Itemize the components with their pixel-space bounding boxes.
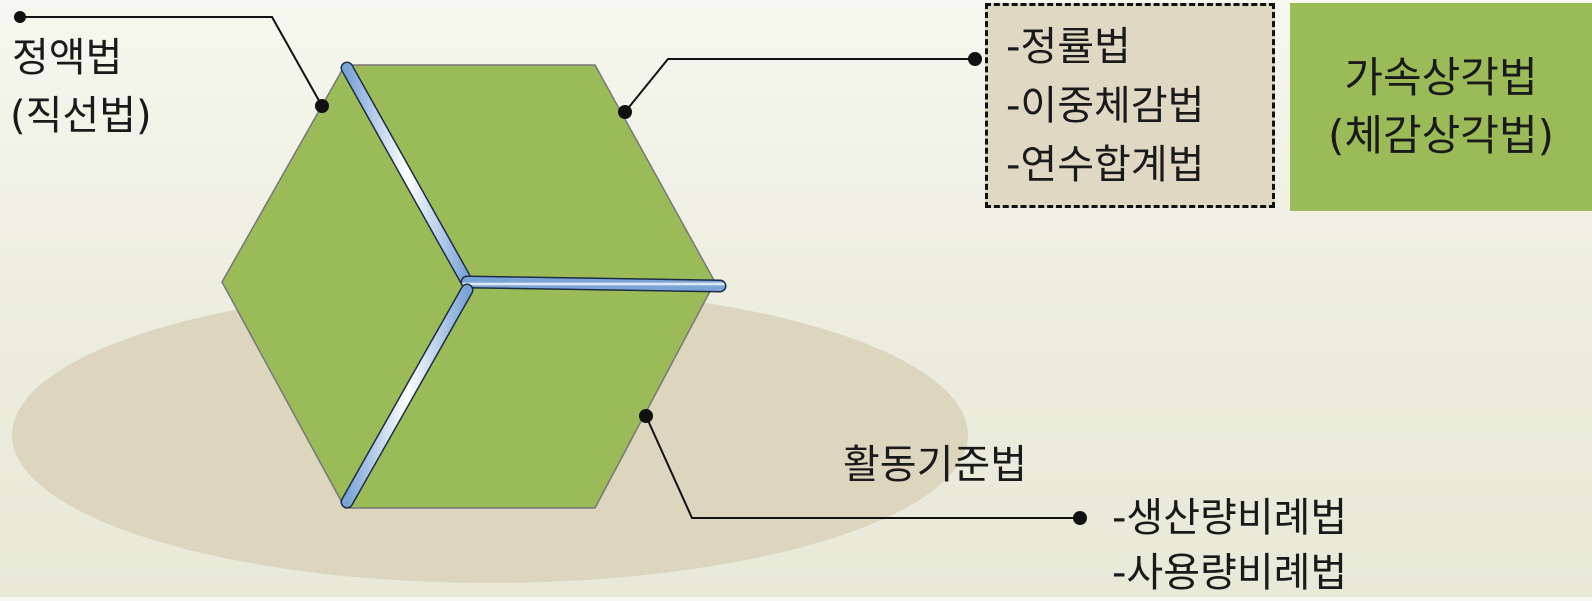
connector-accelerated xyxy=(624,58,975,113)
accelerated-methods-box: -정률법 -이중체감법 -연수합계법 xyxy=(985,3,1275,208)
method-item: -정률법 xyxy=(1006,24,1131,70)
connector-dot xyxy=(1073,511,1087,525)
label-straight-line-alt: (직선법) xyxy=(10,93,152,139)
connector-dot xyxy=(14,11,26,23)
label-activity-based: 활동기준법 xyxy=(843,442,1027,488)
connector-straight-line xyxy=(20,16,323,107)
accelerated-subtitle: (체감상각법) xyxy=(1328,111,1554,160)
method-item: -연수합계법 xyxy=(1006,142,1205,188)
method-item: -이중체감법 xyxy=(1006,83,1205,129)
label-usage-proportional: -사용량비례법 xyxy=(1112,550,1348,596)
label-production-proportional: -생산량비례법 xyxy=(1112,495,1348,541)
accelerated-title: 가속상각법 xyxy=(1344,53,1538,102)
connector-dot xyxy=(639,409,653,423)
hexagon-divider xyxy=(340,61,727,509)
accelerated-depreciation-box: 가속상각법 (체감상각법) xyxy=(1290,3,1592,211)
label-straight-line: 정액법 xyxy=(12,35,123,81)
connector-dot xyxy=(968,52,982,66)
connector-dot xyxy=(315,99,329,113)
connector-activity xyxy=(645,415,1080,519)
connector-dot xyxy=(618,105,632,119)
